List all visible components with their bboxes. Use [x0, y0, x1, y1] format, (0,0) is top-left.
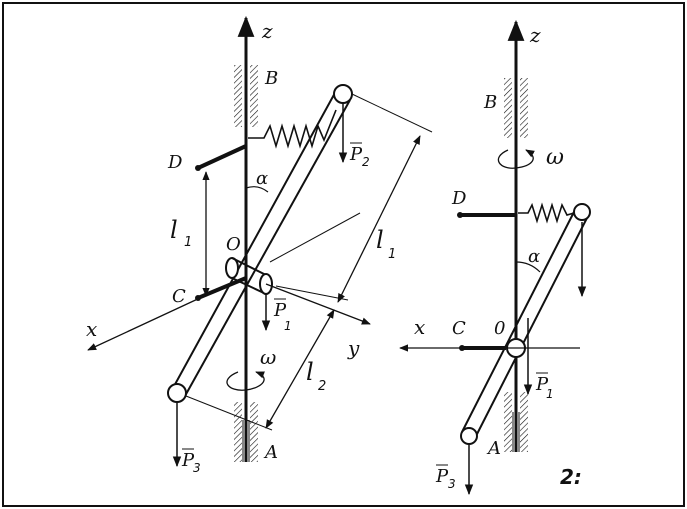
left-p2-label: P: [349, 144, 363, 165]
right-rod-edge-1: [461, 207, 577, 433]
svg-text:1: 1: [388, 247, 396, 262]
right-bearing-a-hatch: [520, 392, 528, 452]
right-point-c-label: C: [452, 318, 466, 339]
right-bearing-a-label: A: [486, 438, 501, 459]
left-arm-c: [197, 276, 247, 300]
left-omega-arrow: [226, 371, 265, 391]
left-dim-l1-slanted: [337, 135, 421, 303]
right-spring: [518, 202, 575, 224]
left-alpha-label: α: [256, 168, 268, 189]
left-arm-d: [197, 144, 247, 170]
right-p3-label: P: [435, 466, 449, 487]
right-omega-label: ω: [546, 145, 564, 170]
right-rod-edge-2: [474, 213, 590, 439]
left-point-o-label: O: [226, 234, 241, 255]
left-z-label: z: [261, 19, 273, 43]
left-rod-edge-1: [172, 90, 337, 389]
right-point-o-label: 0: [494, 318, 505, 339]
right-bearing-b-hatch: [520, 78, 528, 138]
left-l2-label: l: [306, 358, 314, 386]
left-point-c-label: C: [172, 286, 186, 307]
left-p1-label: P: [273, 300, 287, 321]
right-alpha-label: α: [528, 246, 540, 267]
svg-text:1: 1: [284, 319, 292, 333]
svg-text:2: 2: [318, 379, 326, 394]
left-rod-edge-2: [184, 99, 351, 397]
left-angle-arc: [245, 186, 269, 193]
right-rod-top-ball: [573, 203, 591, 221]
left-l1-right-label: l: [376, 226, 384, 254]
svg-text:3: 3: [448, 477, 456, 491]
svg-text:1: 1: [184, 235, 192, 250]
right-point-d-label: D: [451, 188, 467, 209]
svg-text:3: 3: [193, 461, 201, 475]
left-spring: [248, 109, 337, 149]
svg-text:1: 1: [546, 387, 554, 401]
left-y-axis: [265, 283, 371, 325]
left-bearing-a-label: A: [263, 442, 278, 463]
left-y-label: y: [347, 336, 360, 360]
right-p1-label: P: [535, 374, 549, 395]
left-bearing-b-hatch: [250, 65, 258, 127]
left-l1-label: l: [170, 216, 178, 244]
right-figure: z B A 0 x C D α: [399, 19, 591, 496]
left-bearing-b-label: B: [264, 68, 278, 89]
right-z-label: z: [529, 23, 541, 47]
left-p3-label: P: [181, 450, 195, 471]
left-x-label: x: [86, 317, 97, 341]
left-omega-label: ω: [260, 345, 276, 369]
left-dim-l2-slanted: [265, 309, 335, 429]
right-angle-arc: [515, 261, 541, 273]
right-rod-bottom-ball: [460, 427, 478, 445]
left-point-d-label: D: [167, 152, 183, 173]
left-rod-bottom-ball: [167, 383, 187, 403]
figure-number: 2:: [560, 465, 582, 489]
svg-text:2: 2: [362, 155, 370, 169]
right-bearing-b-label: B: [483, 92, 497, 113]
right-omega-arrow: [497, 149, 535, 169]
left-bearing-a-hatch: [250, 402, 258, 462]
left-figure: z B A O x y D C: [86, 15, 433, 475]
right-x-label: x: [414, 315, 425, 339]
left-rod-top-ball: [333, 84, 353, 104]
